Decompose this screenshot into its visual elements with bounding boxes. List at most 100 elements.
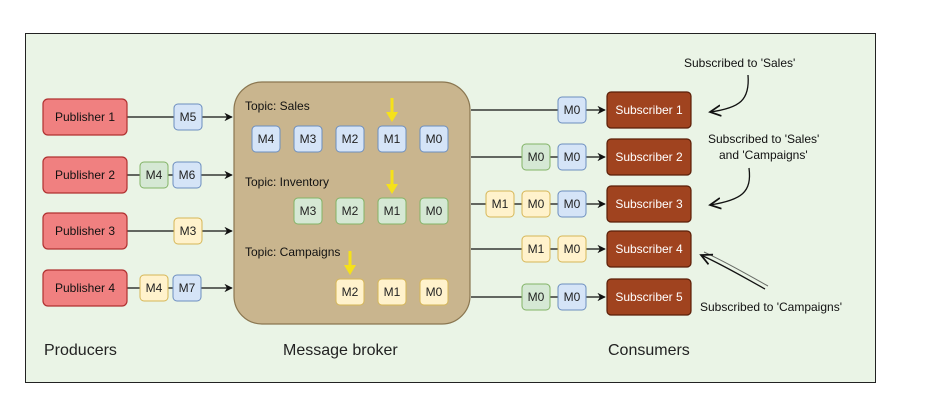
subscriber-3-message-1: M1 (485, 190, 515, 218)
subscriber-3-message-2: M0 (521, 190, 551, 218)
publisher-1-message-1-box (173, 103, 203, 131)
annotation-arrow-campaigns-shadow (703, 251, 769, 287)
topic-2-message-2-box (335, 197, 365, 225)
publisher-4: Publisher 4 (42, 269, 128, 307)
topic-1-message-3-box (335, 125, 365, 153)
topic-1-message-1: M4 (251, 125, 281, 153)
subscriber-2-message-1-box (521, 143, 551, 171)
publisher-2-message-1: M4 (139, 161, 169, 189)
subscriber-3-label: Subscriber 3 (615, 197, 683, 211)
publisher-3-message-1: M3 (173, 217, 203, 245)
annotation-arrow-sales (710, 74, 749, 112)
subscriber-2-label: Subscriber 2 (615, 150, 683, 164)
publisher-1-message-1-label: M5 (180, 110, 197, 124)
topic-1-message-2-box (293, 125, 323, 153)
annotation-arrow-campaigns (701, 255, 766, 290)
topic-3-message-3-label: M0 (426, 285, 443, 299)
publisher-4-box (42, 269, 128, 307)
publisher-1: Publisher 1 (42, 98, 128, 136)
topic-2-message-4-box (419, 197, 449, 225)
subscriber-1-message-1-label: M0 (564, 103, 581, 117)
publisher-4-message-1-label: M4 (146, 281, 163, 295)
subscriber-3-message-1-label: M1 (492, 197, 509, 211)
publisher-4-message-2: M7 (172, 274, 202, 302)
subscriber-1-label: Subscriber 1 (615, 103, 683, 117)
subscriber-4-label: Subscriber 4 (615, 242, 683, 256)
subscriber-3-message-3-label: M0 (564, 197, 581, 211)
topic-1-message-4: M1 (377, 125, 407, 153)
publisher-3-message-1-label: M3 (180, 224, 197, 238)
topic-3-message-2: M1 (377, 278, 407, 306)
topic-2-message-1-label: M3 (300, 204, 317, 218)
subscriber-3-message-2-box (521, 190, 551, 218)
publisher-1-label: Publisher 1 (55, 110, 115, 124)
subscriber-5-message-2-box (557, 283, 587, 311)
topic-1-pointer-arrow-icon (386, 112, 398, 122)
subscriber-1-message-1-box (557, 96, 587, 124)
topic-3-message-1: M2 (335, 278, 365, 306)
subscriber-3-message-1-box (485, 190, 515, 218)
subscriber-3-message-3-box (557, 190, 587, 218)
annotation-arrow-sales-campaigns (710, 167, 751, 205)
subscriber-5-message-1-box (521, 283, 551, 311)
message-broker-label: Message broker (283, 342, 398, 359)
topic-2-message-4: M0 (419, 197, 449, 225)
subscriber-5-message-1: M0 (521, 283, 551, 311)
subscriber-4-message-2: M0 (557, 235, 587, 263)
topic-3-message-1-box (335, 278, 365, 306)
producers-label: Producers (44, 342, 117, 359)
publisher-3-box (42, 212, 128, 250)
publisher-1-box (42, 98, 128, 136)
subscriber-5-message-2-label: M0 (564, 290, 581, 304)
publisher-3-label: Publisher 3 (55, 224, 115, 238)
publisher-2-message-2-box (172, 161, 202, 189)
publisher-3-message-1-box (173, 217, 203, 245)
publisher-2-message-2-label: M6 (179, 168, 196, 182)
subscriber-2-message-2-box (557, 143, 587, 171)
subscriber-4-message-2-label: M0 (564, 242, 581, 256)
publisher-4-message-2-box (172, 274, 202, 302)
topic-2-message-2: M2 (335, 197, 365, 225)
publisher-4-message-1-box (139, 274, 169, 302)
subscriber-1-message-1: M0 (557, 96, 587, 124)
topic-1-message-4-label: M1 (384, 132, 401, 146)
subscriber-2-message-2: M0 (557, 143, 587, 171)
subscriber-3: Subscriber 3 (606, 185, 692, 223)
topic-3-message-1-label: M2 (342, 285, 359, 299)
topic-2-message-2-label: M2 (342, 204, 359, 218)
publisher-4-message-2-label: M7 (179, 281, 196, 295)
publisher-2-message-1-box (139, 161, 169, 189)
subscriber-2: Subscriber 2 (606, 138, 692, 176)
consumers-label: Consumers (608, 342, 690, 359)
topic-3-pointer-arrow-icon (344, 265, 356, 275)
publisher-2-box (42, 156, 128, 194)
topic-2-message-1: M3 (293, 197, 323, 225)
subscriber-4-message-1: M1 (521, 235, 551, 263)
topic-1-message-2-label: M3 (300, 132, 317, 146)
annotation-subscribed-sales-campaigns-line2: and 'Campaigns' (719, 148, 808, 162)
publisher-4-message-1: M4 (139, 274, 169, 302)
topic-1-message-5: M0 (419, 125, 449, 153)
topic-3-label: Topic: Campaigns (245, 245, 340, 259)
publisher-2: Publisher 2 (42, 156, 128, 194)
subscriber-4-message-2-box (557, 235, 587, 263)
topic-3-message-3: M0 (419, 278, 449, 306)
subscriber-1: Subscriber 1 (606, 91, 692, 129)
topic-2-label: Topic: Inventory (245, 175, 329, 189)
subscriber-3-box (606, 185, 692, 223)
subscriber-2-box (606, 138, 692, 176)
subscriber-2-message-1: M0 (521, 143, 551, 171)
topic-2-pointer-arrow-icon (386, 184, 398, 194)
topic-3-message-3-box (419, 278, 449, 306)
subscriber-5-message-2: M0 (557, 283, 587, 311)
annotation-subscribed-campaigns: Subscribed to 'Campaigns' (700, 300, 842, 314)
topic-2-message-4-label: M0 (426, 204, 443, 218)
topic-1-message-1-label: M4 (258, 132, 275, 146)
topic-2-message-1-box (293, 197, 323, 225)
subscriber-5: Subscriber 5 (606, 278, 692, 316)
topic-1-message-4-box (377, 125, 407, 153)
